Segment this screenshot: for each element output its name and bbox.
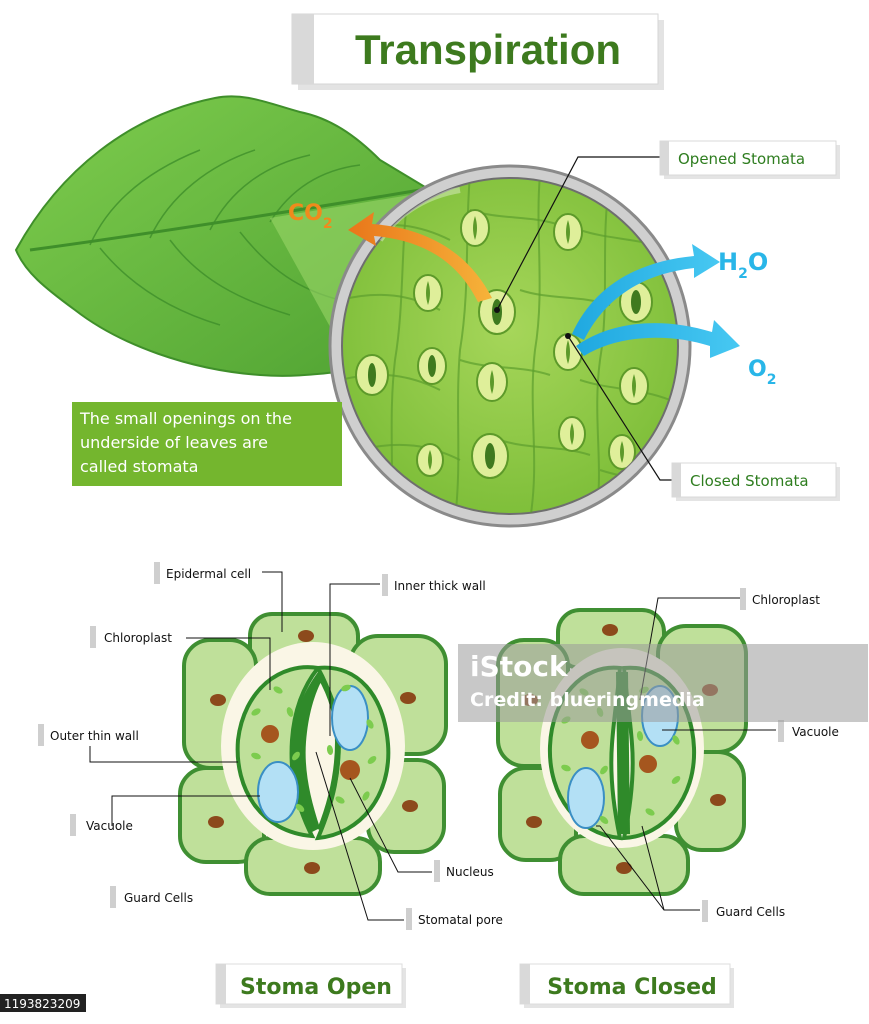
info-box-bg [72, 402, 342, 486]
vacuole-left [257, 761, 299, 823]
caption-stoma-open: Stoma Open [215, 963, 406, 1008]
info-line-1: The small openings on the [79, 409, 292, 428]
open-stoma-label-epidermal: Epidermal cell [154, 562, 251, 584]
co2-label: CO2 [288, 201, 333, 232]
inner-thick-wall [291, 672, 324, 832]
co2-arrow [348, 212, 492, 302]
nucleus-right [639, 755, 657, 773]
title-box [291, 13, 659, 85]
open-stoma-label-nucleus: Nucleus [434, 860, 494, 882]
title-banner: Transpiration [291, 13, 664, 90]
vacuole-right [331, 685, 369, 751]
chloroplasts [251, 684, 377, 812]
opened-stomata-callout: Opened Stomata [494, 140, 840, 313]
magnifier-lens [328, 164, 692, 528]
svg-text:Guard Cells: Guard Cells [124, 891, 193, 905]
svg-text:Epidermal cell: Epidermal cell [166, 567, 251, 581]
info-line-2: underside of leaves are [80, 433, 268, 452]
svg-text:Stoma Closed: Stoma Closed [547, 975, 716, 1000]
open-stoma-label-guard-cells: Guard Cells [110, 886, 193, 908]
open-stoma-label-outer-wall: Outer thin wall [38, 724, 139, 746]
svg-text:Vacuole: Vacuole [86, 819, 133, 833]
h2o-label: H2O [718, 248, 768, 282]
closed-stoma-label-guard-cells: Guard Cells [702, 900, 785, 922]
o2-arrow [576, 320, 740, 358]
open-stoma-label-vacuole: Vacuole [70, 814, 133, 836]
closed-stomata-callout: Closed Stomata [565, 333, 840, 501]
watermark-brand: iStock [470, 650, 569, 683]
lens-surface [341, 177, 679, 515]
closed-stoma-label-vacuole: Vacuole [778, 720, 839, 742]
info-line-3: called stomata [80, 457, 198, 476]
closed-stoma-label-chloroplast: Chloroplast [740, 588, 820, 610]
h2o-arrow [572, 244, 720, 340]
nucleus-left [581, 731, 599, 749]
svg-text:Chloroplast: Chloroplast [752, 593, 820, 607]
svg-text:Chloroplast: Chloroplast [104, 631, 172, 645]
open-stoma-label-pore: Stomatal pore [406, 908, 503, 930]
svg-text:Stomatal pore: Stomatal pore [418, 913, 503, 927]
opened-stomata-label: Opened Stomata [678, 150, 805, 168]
page-title: Transpiration [355, 26, 621, 73]
caption-stoma-closed: Stoma Closed [519, 963, 734, 1008]
svg-text:Stoma Open: Stoma Open [240, 975, 392, 1000]
info-box: The small openings on the underside of l… [72, 402, 342, 486]
closed-stomata-label: Closed Stomata [690, 472, 809, 490]
o2-label: O2 [748, 357, 776, 388]
svg-text:Guard Cells: Guard Cells [716, 905, 785, 919]
watermark-credit: Credit: blueringmedia [470, 689, 705, 711]
svg-text:Outer thin wall: Outer thin wall [50, 729, 139, 743]
watermark-band [458, 644, 868, 722]
open-stoma-label-chloroplast: Chloroplast [90, 626, 172, 648]
open-stoma-diagram [178, 612, 448, 896]
svg-text:Inner thick wall: Inner thick wall [394, 579, 486, 593]
svg-text:Vacuole: Vacuole [792, 725, 839, 739]
open-stoma-leaders [89, 571, 432, 921]
image-id-bg [0, 994, 86, 1012]
vacuole-left [567, 767, 605, 829]
watermark: iStock Credit: blueringmedia [458, 644, 868, 722]
nucleus-left [261, 725, 279, 743]
open-stoma-label-inner-wall: Inner thick wall [382, 574, 486, 596]
svg-text:Nucleus: Nucleus [446, 865, 494, 879]
nucleus-right [340, 760, 360, 780]
title-tab [292, 14, 314, 84]
image-id: 1193823209 [4, 997, 80, 1011]
